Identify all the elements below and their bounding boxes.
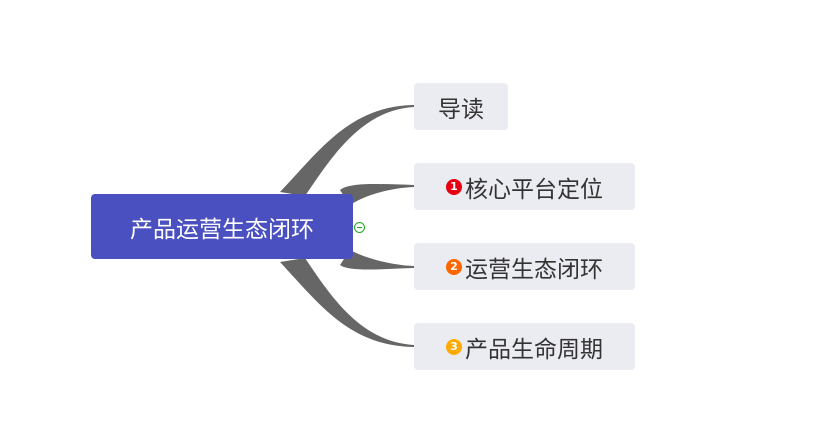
topic-label: 核心平台定位 — [465, 176, 603, 203]
priority-3-icon: 3 — [446, 338, 462, 355]
topic-label: 导读 — [438, 96, 484, 123]
collapse-toggle-icon[interactable] — [354, 222, 365, 233]
topic-lifecycle[interactable]: 3 产品生命周期 — [414, 323, 635, 370]
root-topic[interactable]: 产品运营生态闭环 — [91, 194, 353, 259]
priority-1-icon: 1 — [446, 178, 462, 195]
root-topic-label: 产品运营生态闭环 — [130, 216, 314, 243]
branch-to-lifecycle — [280, 258, 414, 347]
branch-to-intro — [280, 105, 414, 196]
priority-2-icon: 2 — [446, 258, 462, 275]
topic-ops-loop[interactable]: 2 运营生态闭环 — [414, 243, 635, 290]
topic-intro[interactable]: 导读 — [414, 83, 508, 130]
branch-to-core-platform — [340, 184, 414, 205]
topic-core-platform[interactable]: 1 核心平台定位 — [414, 163, 635, 210]
topic-label: 运营生态闭环 — [465, 256, 603, 283]
branch-to-ops-loop — [340, 250, 414, 270]
topic-label: 产品生命周期 — [465, 336, 603, 363]
